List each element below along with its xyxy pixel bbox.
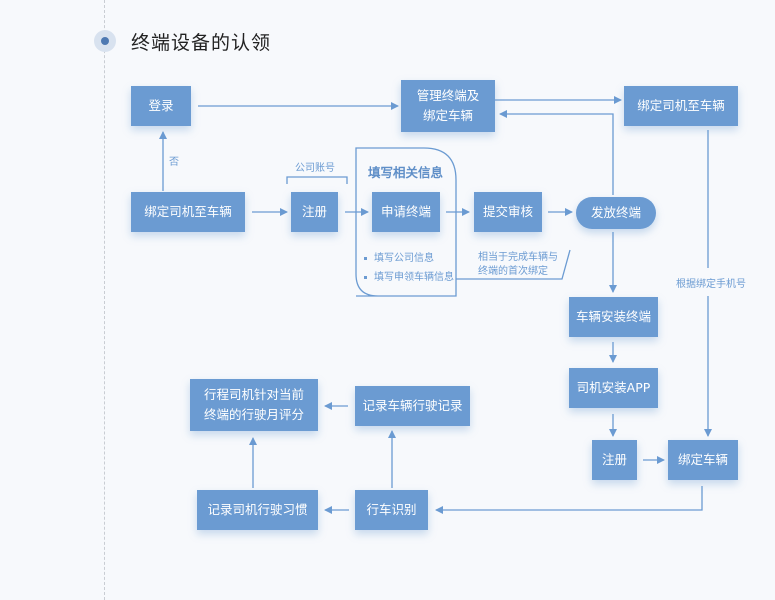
arrow-bind-vehicle-to-recognition (435, 486, 703, 514)
score-line-1: 行程司机针对当前 (203, 387, 304, 402)
submit-review-node: 提交审核 (474, 192, 542, 232)
manage-terminal-node: 管理终端及 绑定车辆 (401, 80, 495, 132)
apply-terminal-node: 申请终端 (372, 192, 440, 232)
note-line-2: 终端的首次绑定 (478, 266, 548, 277)
record-driving-node: 记录车辆行驶记录 (355, 386, 470, 426)
note-line-1: 相当于完成车辆与 (478, 252, 558, 263)
manage-line-1: 管理终端及 (416, 88, 480, 103)
install-terminal-node: 车辆安装终端 (569, 297, 658, 337)
issue-terminal-node: 发放终端 (576, 197, 656, 229)
install-app-node: 司机安装APP (569, 368, 658, 408)
note-bracket (456, 249, 571, 280)
company-account-label: 公司账号 (295, 163, 335, 174)
login-node: 登录 (131, 86, 191, 126)
no-label: 否 (169, 157, 179, 168)
fill-vehicle-bullet: 填写申领车辆信息 (364, 268, 454, 283)
fill-info-title: 填写相关信息 (368, 165, 444, 180)
register-left-node: 注册 (291, 192, 338, 232)
timeline-dot-icon (94, 30, 116, 52)
fill-company-bullet: 填写公司信息 (364, 249, 434, 264)
score-node: 行程司机针对当前 终端的行驶月评分 (190, 379, 318, 431)
timeline-line (104, 0, 105, 600)
by-phone-label: 根据绑定手机号 (676, 279, 746, 290)
bind-driver-top-node: 绑定司机至车辆 (624, 86, 738, 126)
manage-line-2: 绑定车辆 (422, 108, 473, 123)
score-line-2: 终端的行驶月评分 (203, 407, 304, 422)
register-right-node: 注册 (592, 440, 637, 480)
record-habits-node: 记录司机行驶习惯 (197, 490, 318, 530)
arrow-issue-to-manage (499, 110, 614, 195)
page-title: 终端设备的认领 (131, 32, 272, 54)
fill-info-container (355, 147, 457, 297)
bind-driver-left-node: 绑定司机至车辆 (131, 192, 245, 232)
company-account-bracket (286, 176, 348, 184)
driving-recognition-node: 行车识别 (355, 490, 428, 530)
bind-vehicle-node: 绑定车辆 (668, 440, 738, 480)
